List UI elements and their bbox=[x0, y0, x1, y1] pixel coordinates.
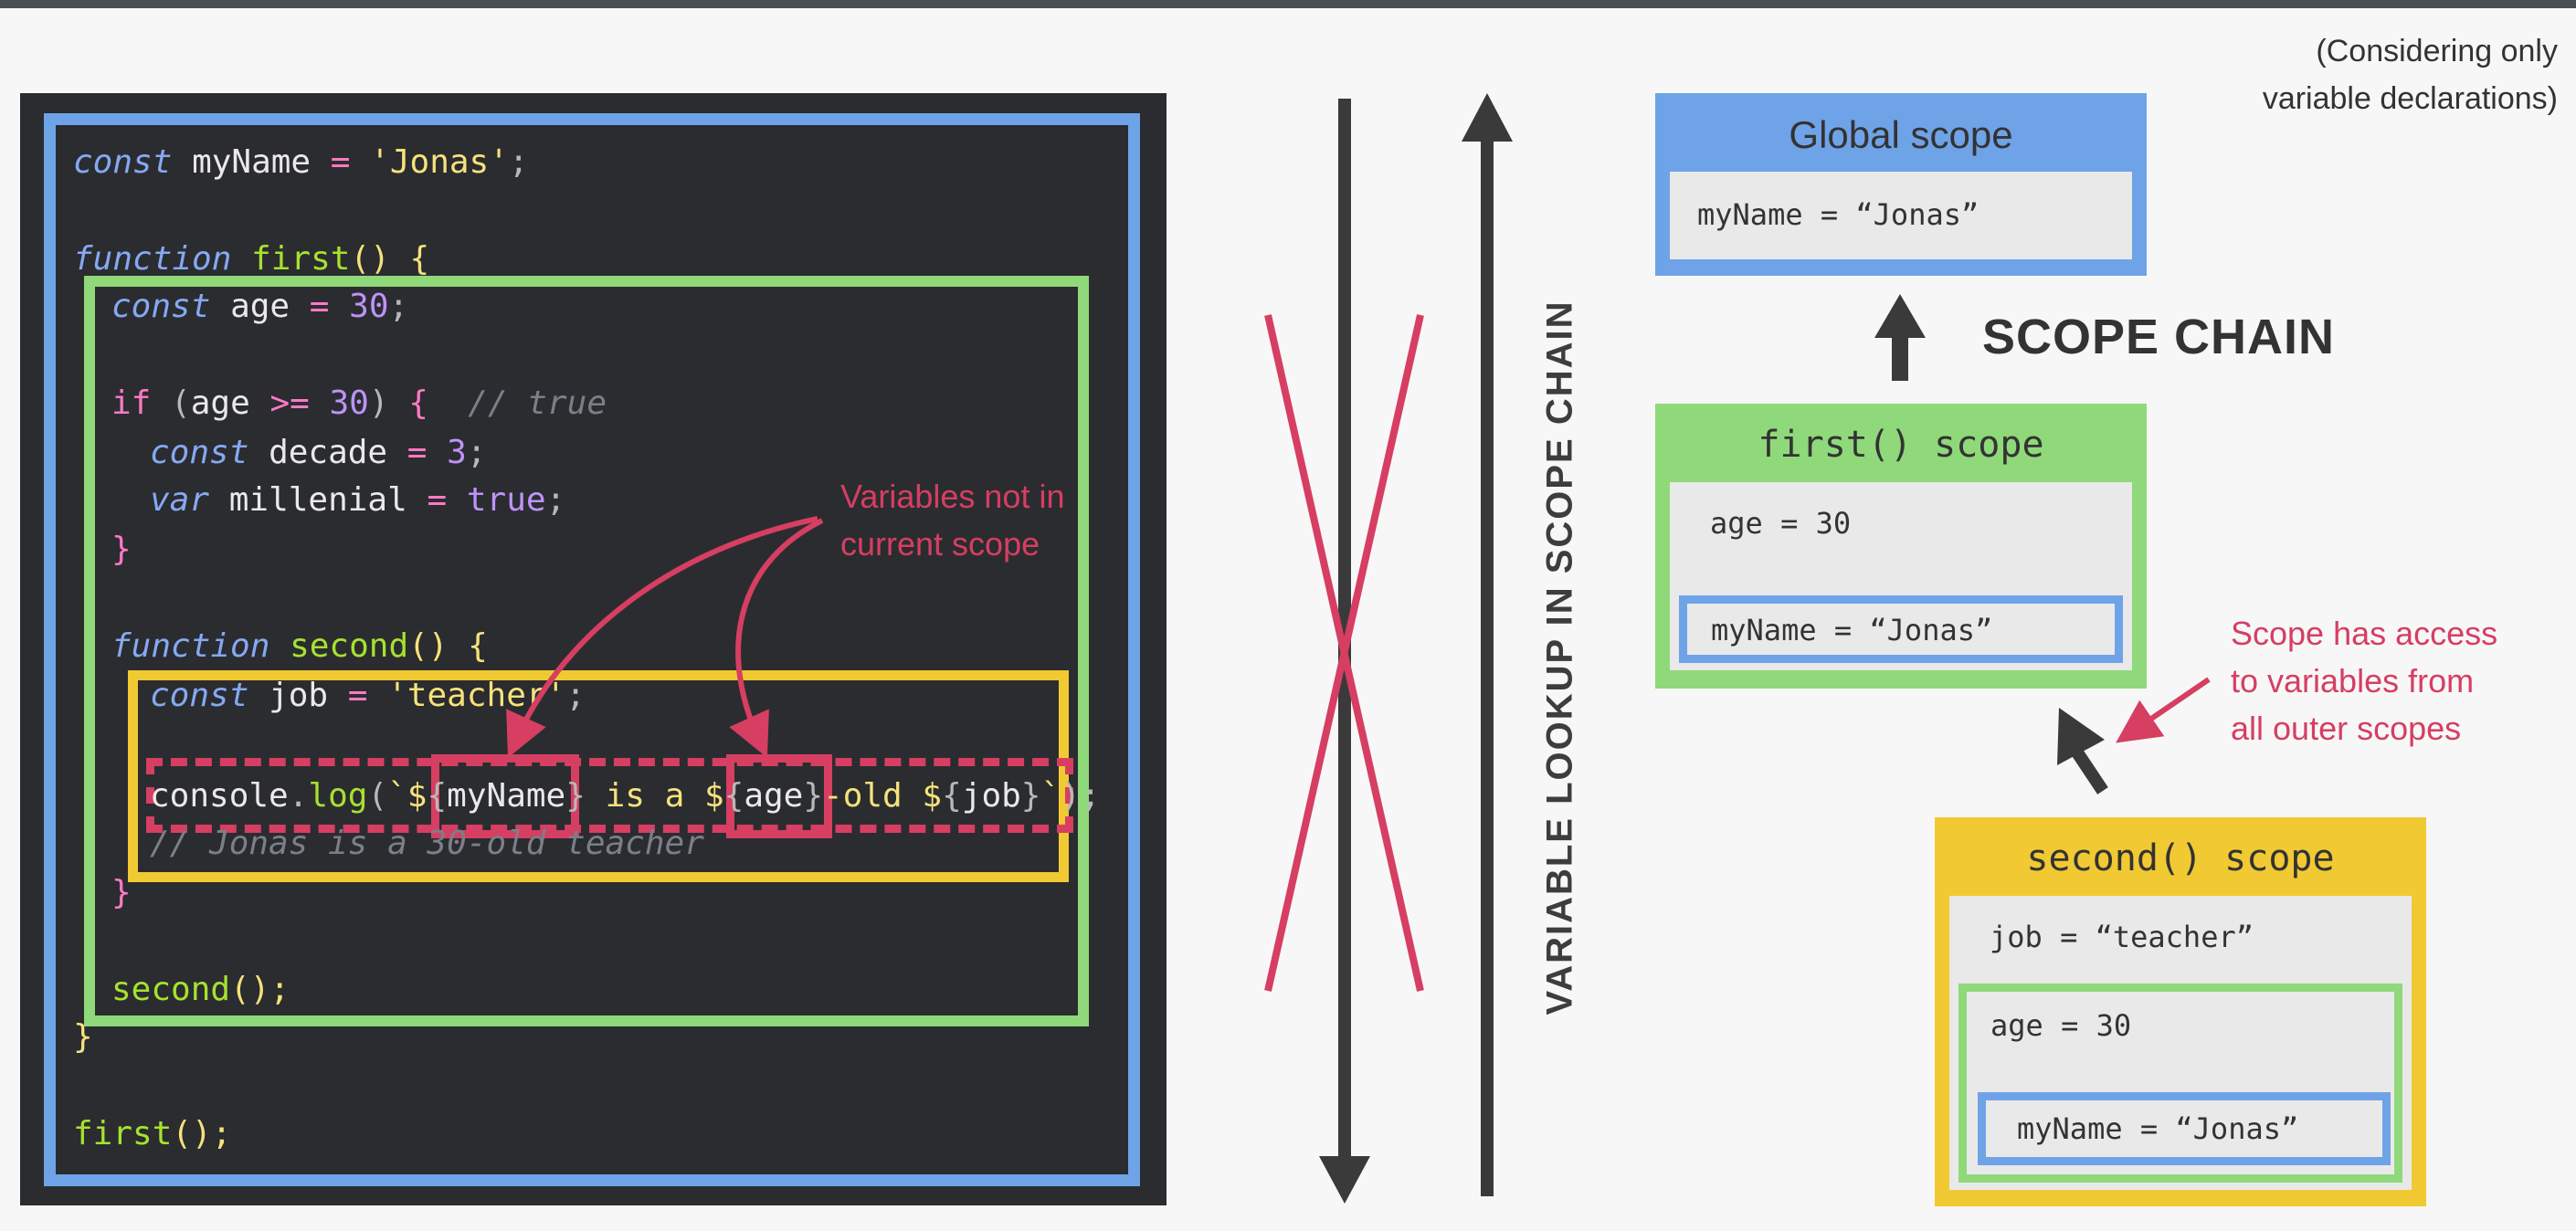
second-scope-box: second() scope job = “teacher” age = 30 … bbox=[1935, 817, 2426, 1206]
arrow-to-myname bbox=[506, 516, 818, 758]
second-myname-entry: myName = “Jonas” bbox=[2017, 1111, 2299, 1146]
code-panel: const myName = 'Jonas'; function first()… bbox=[20, 93, 1167, 1205]
age-highlight bbox=[726, 754, 832, 838]
first-scope-box: first() scope age = 30 myName = “Jonas” bbox=[1655, 404, 2147, 689]
code-line-14: } bbox=[73, 1018, 93, 1056]
not-in-scope-note: Variables not in current scope bbox=[840, 478, 1065, 563]
top-bar bbox=[0, 0, 2576, 8]
second-scope-title: second() scope bbox=[2026, 837, 2335, 879]
scope-chain-label: SCOPE CHAIN bbox=[1982, 310, 2336, 364]
code-line-3: const age = 30; bbox=[111, 288, 409, 325]
code-line-13: second(); bbox=[111, 971, 290, 1008]
access-note-arrow bbox=[2116, 677, 2211, 743]
code-line-12: } bbox=[111, 874, 132, 911]
code-line-7: } bbox=[111, 531, 132, 568]
global-scope-title: Global scope bbox=[1789, 113, 2013, 156]
first-scope-frame bbox=[84, 276, 1089, 1026]
console-log-highlight bbox=[146, 758, 1073, 833]
first-age-entry: age = 30 bbox=[1710, 506, 1852, 541]
first-scope-vars: age = 30 myName = “Jonas” bbox=[1670, 482, 2132, 670]
global-myname-entry: myName = “Jonas” bbox=[1697, 197, 1980, 232]
code-line-6: var millenial = true; bbox=[150, 481, 566, 519]
scope-chain-arrow-icon bbox=[1874, 294, 1926, 381]
code-line-10: console.log(`${myName} is a ${age}-old $… bbox=[150, 777, 1101, 815]
second-age-entry: age = 30 bbox=[1990, 1008, 2132, 1043]
arrow-up-icon bbox=[1462, 93, 1513, 1196]
cursor-arrow-icon bbox=[2057, 708, 2108, 794]
arrow-down-icon bbox=[1319, 99, 1370, 1204]
global-scope-box: Global scope myName = “Jonas” bbox=[1655, 93, 2147, 276]
cross-icon bbox=[1264, 314, 1424, 992]
code-line-1: const myName = 'Jonas'; bbox=[73, 143, 529, 181]
outer-scopes-note: Scope has access to variables from all o… bbox=[2231, 615, 2498, 747]
first-myname-entry: myName = “Jonas” bbox=[1711, 613, 1993, 647]
first-inherited-global: myName = “Jonas” bbox=[1679, 595, 2123, 663]
considering-note: (Considering only variable declarations) bbox=[2262, 34, 2558, 116]
second-scope-vars: job = “teacher” age = 30 myName = “Jonas… bbox=[1949, 896, 2412, 1190]
code-line-2: function first() { bbox=[73, 240, 430, 278]
code-line-5: const decade = 3; bbox=[150, 434, 487, 471]
second-inherited-first: age = 30 myName = “Jonas” bbox=[1958, 984, 2402, 1183]
code-line-4: if (age >= 30) { // true bbox=[111, 384, 607, 422]
code-line-15: first(); bbox=[73, 1115, 232, 1152]
global-scope-frame bbox=[44, 113, 1140, 1186]
variable-lookup-label: VARIABLE LOOKUP IN SCOPE CHAIN bbox=[1539, 300, 1580, 1015]
code-line-8: function second() { bbox=[111, 627, 488, 665]
second-inherited-global: myName = “Jonas” bbox=[1978, 1092, 2391, 1165]
arrow-to-age bbox=[729, 518, 824, 758]
myname-highlight bbox=[431, 754, 579, 838]
second-job-entry: job = “teacher” bbox=[1990, 920, 2254, 954]
second-scope-frame bbox=[128, 670, 1069, 882]
first-scope-title: first() scope bbox=[1758, 424, 2044, 466]
code-line-11: // Jonas is a 30-old teacher bbox=[150, 825, 704, 862]
global-scope-vars: myName = “Jonas” bbox=[1670, 172, 2132, 259]
